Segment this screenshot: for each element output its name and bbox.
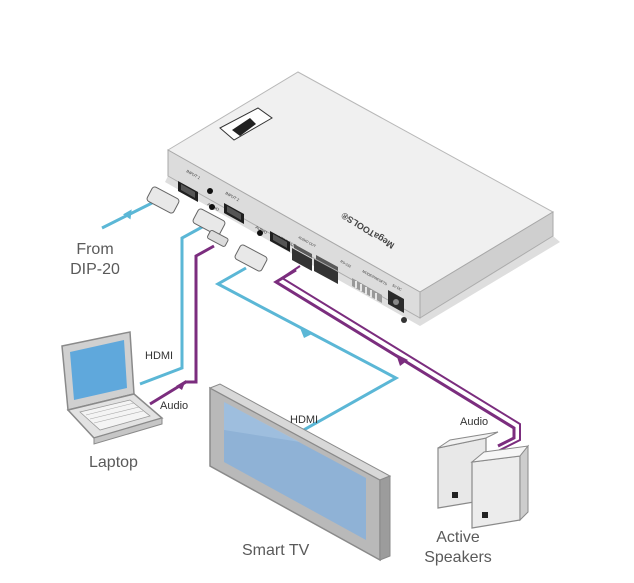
megatools-switcher: MegaTOOLS® INPUT 1 INPUT 2 AUDIO AUDIO H… xyxy=(165,71,560,326)
hdmi-input-2-port xyxy=(209,203,263,236)
speaker-audio-cable xyxy=(273,265,521,465)
active-speakers-illustration xyxy=(437,431,530,529)
speakers-label-line1: Active xyxy=(436,529,480,546)
kramer-logo xyxy=(219,107,273,141)
port-label-audio2: AUDIO xyxy=(255,225,269,236)
speakers-audio-label: Audio xyxy=(460,416,489,428)
laptop-hdmi-cable xyxy=(139,208,226,386)
audio-out-terminal xyxy=(292,244,312,271)
port-label-rs232: RS-232 xyxy=(340,259,352,268)
speakers-label-line2: Speakers xyxy=(424,549,492,566)
from-dip20-label: From DIP-20 xyxy=(60,240,130,280)
laptop-audio-cable xyxy=(149,229,229,406)
hdmi-output-port xyxy=(270,231,290,252)
laptop-hdmi-label: HDMI xyxy=(145,350,174,362)
from-label-line1: From xyxy=(76,241,114,258)
rs232-terminal xyxy=(314,255,338,284)
laptop-audio-label: Audio xyxy=(160,400,189,412)
laptop-label: Laptop xyxy=(89,454,138,471)
power-jack xyxy=(388,290,407,323)
dip20-hdmi-cable xyxy=(101,186,180,230)
smart-tv-label: Smart TV xyxy=(242,542,310,559)
tv-hdmi-label: HDMI xyxy=(290,414,319,426)
from-label-line2: DIP-20 xyxy=(70,261,120,278)
smart-tv-illustration xyxy=(208,383,392,562)
port-label-power: 5V DC xyxy=(392,283,403,292)
active-speakers-label: Active Speakers xyxy=(418,528,498,568)
hdmi-input-1-port xyxy=(178,181,213,202)
laptop-illustration xyxy=(61,331,164,445)
dip-switch xyxy=(352,278,382,303)
